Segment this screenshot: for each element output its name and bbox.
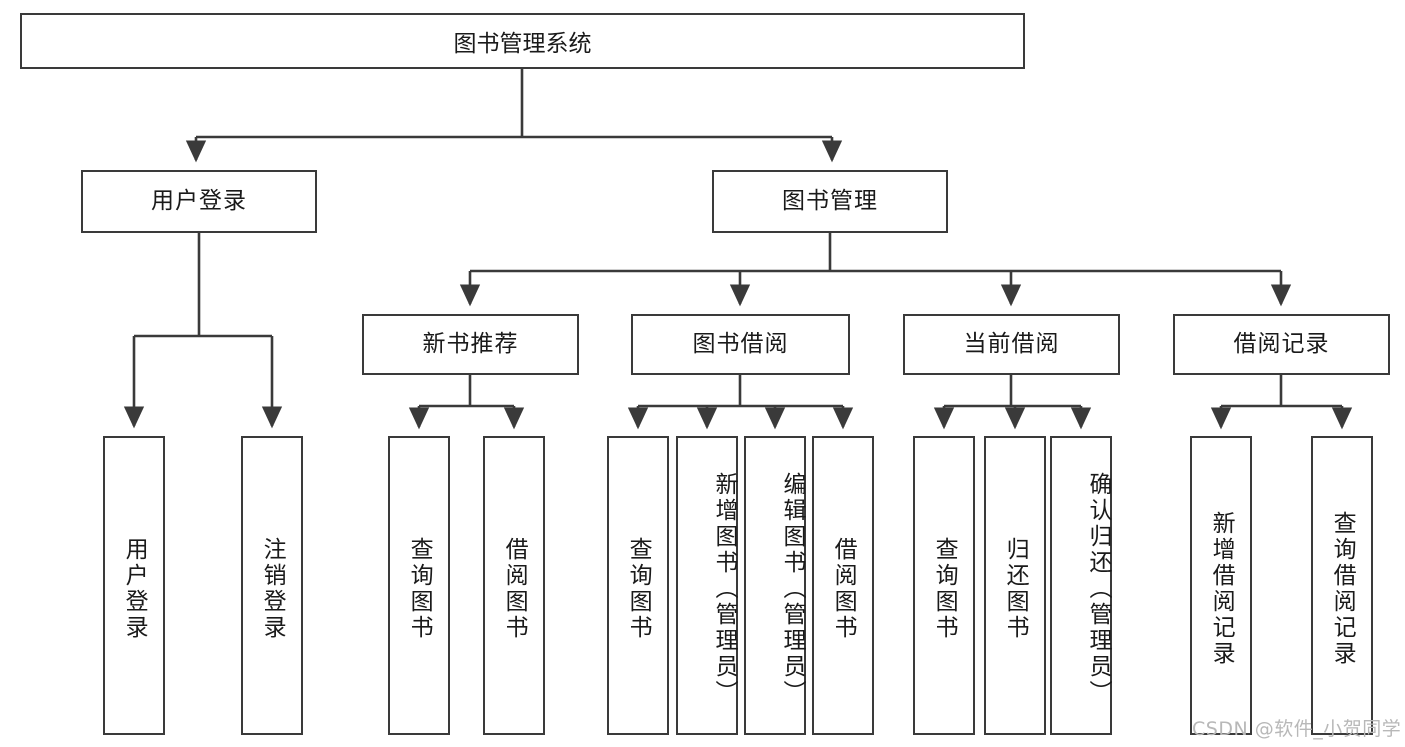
node-leaf-edit-book[interactable]: 编辑图书（管理员） [744, 436, 806, 735]
node-leaf-add-record-label: 新增借阅记录 [1208, 510, 1235, 667]
node-leaf-query-record-label: 查询借阅记录 [1329, 510, 1356, 667]
node-leaf-borrow-book-2[interactable]: 借阅图书 [812, 436, 874, 735]
node-leaf-borrow-book-1[interactable]: 借阅图书 [483, 436, 545, 735]
node-root-system[interactable]: 图书管理系统 [20, 13, 1025, 69]
node-leaf-confirm-return-label: 确认归还（管理员） [1085, 471, 1111, 706]
node-new-book-rec[interactable]: 新书推荐 [362, 314, 579, 375]
node-leaf-edit-book-label: 编辑图书（管理员） [779, 471, 805, 706]
node-leaf-logout[interactable]: 注销登录 [241, 436, 303, 735]
node-leaf-add-book-label: 新增图书（管理员） [711, 471, 737, 706]
node-leaf-query-book-3[interactable]: 查询图书 [913, 436, 975, 735]
node-leaf-query-book-2[interactable]: 查询图书 [607, 436, 669, 735]
node-leaf-logout-label: 注销登录 [259, 536, 286, 641]
node-user-login[interactable]: 用户登录 [81, 170, 317, 233]
node-leaf-query-book-2-label: 查询图书 [625, 536, 652, 641]
node-leaf-query-book-1-label: 查询图书 [406, 536, 433, 641]
node-book-manage[interactable]: 图书管理 [712, 170, 948, 233]
node-leaf-query-record[interactable]: 查询借阅记录 [1311, 436, 1373, 735]
node-current-borrow-label: 当前借阅 [963, 330, 1060, 357]
node-leaf-add-book[interactable]: 新增图书（管理员） [676, 436, 738, 735]
node-borrow-record[interactable]: 借阅记录 [1173, 314, 1390, 375]
node-leaf-query-book-3-label: 查询图书 [931, 536, 958, 641]
node-user-login-label: 用户登录 [151, 187, 247, 214]
csdn-watermark: CSDN @软件_小贺同学 [1192, 718, 1402, 740]
node-book-borrow[interactable]: 图书借阅 [631, 314, 850, 375]
node-book-borrow-label: 图书借阅 [692, 330, 789, 357]
node-leaf-return-book[interactable]: 归还图书 [984, 436, 1046, 735]
node-new-book-rec-label: 新书推荐 [422, 330, 519, 357]
node-leaf-add-record[interactable]: 新增借阅记录 [1190, 436, 1252, 735]
node-leaf-query-book-1[interactable]: 查询图书 [388, 436, 450, 735]
node-leaf-return-book-label: 归还图书 [1002, 536, 1029, 641]
node-current-borrow[interactable]: 当前借阅 [903, 314, 1120, 375]
node-leaf-confirm-return[interactable]: 确认归还（管理员） [1050, 436, 1112, 735]
node-leaf-borrow-book-1-label: 借阅图书 [501, 536, 528, 641]
node-leaf-user-login-label: 用户登录 [121, 536, 148, 641]
node-root-label: 图书管理系统 [453, 31, 592, 57]
node-borrow-record-label: 借阅记录 [1233, 330, 1330, 357]
node-leaf-borrow-book-2-label: 借阅图书 [830, 536, 857, 641]
node-leaf-user-login[interactable]: 用户登录 [103, 436, 165, 735]
node-book-manage-label: 图书管理 [782, 187, 878, 214]
